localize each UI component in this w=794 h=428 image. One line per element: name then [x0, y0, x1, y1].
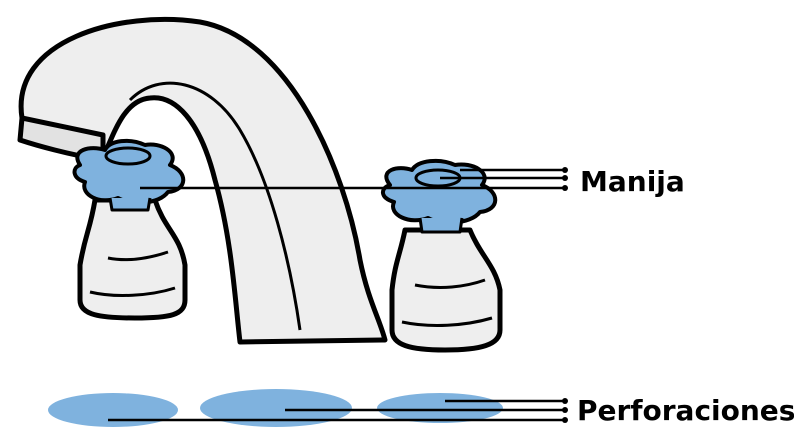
left-valve-body — [77, 197, 188, 321]
holes-leader-dots — [562, 398, 568, 423]
handle-leader-lines — [140, 168, 565, 190]
right-cross-handle-icon — [381, 158, 498, 234]
handle-label: Manija — [580, 165, 685, 198]
left-cross-handle-icon — [72, 138, 186, 212]
right-valve-body — [389, 227, 503, 353]
hole-left — [48, 393, 178, 427]
mounting-holes — [48, 389, 503, 427]
hole-center — [200, 389, 352, 427]
hole-right — [377, 393, 503, 423]
faucet-spout-icon — [17, 17, 388, 345]
holes-leader-lines — [108, 399, 565, 422]
handle-leader-dots — [562, 167, 568, 191]
holes-label: Perforaciones — [577, 394, 794, 427]
